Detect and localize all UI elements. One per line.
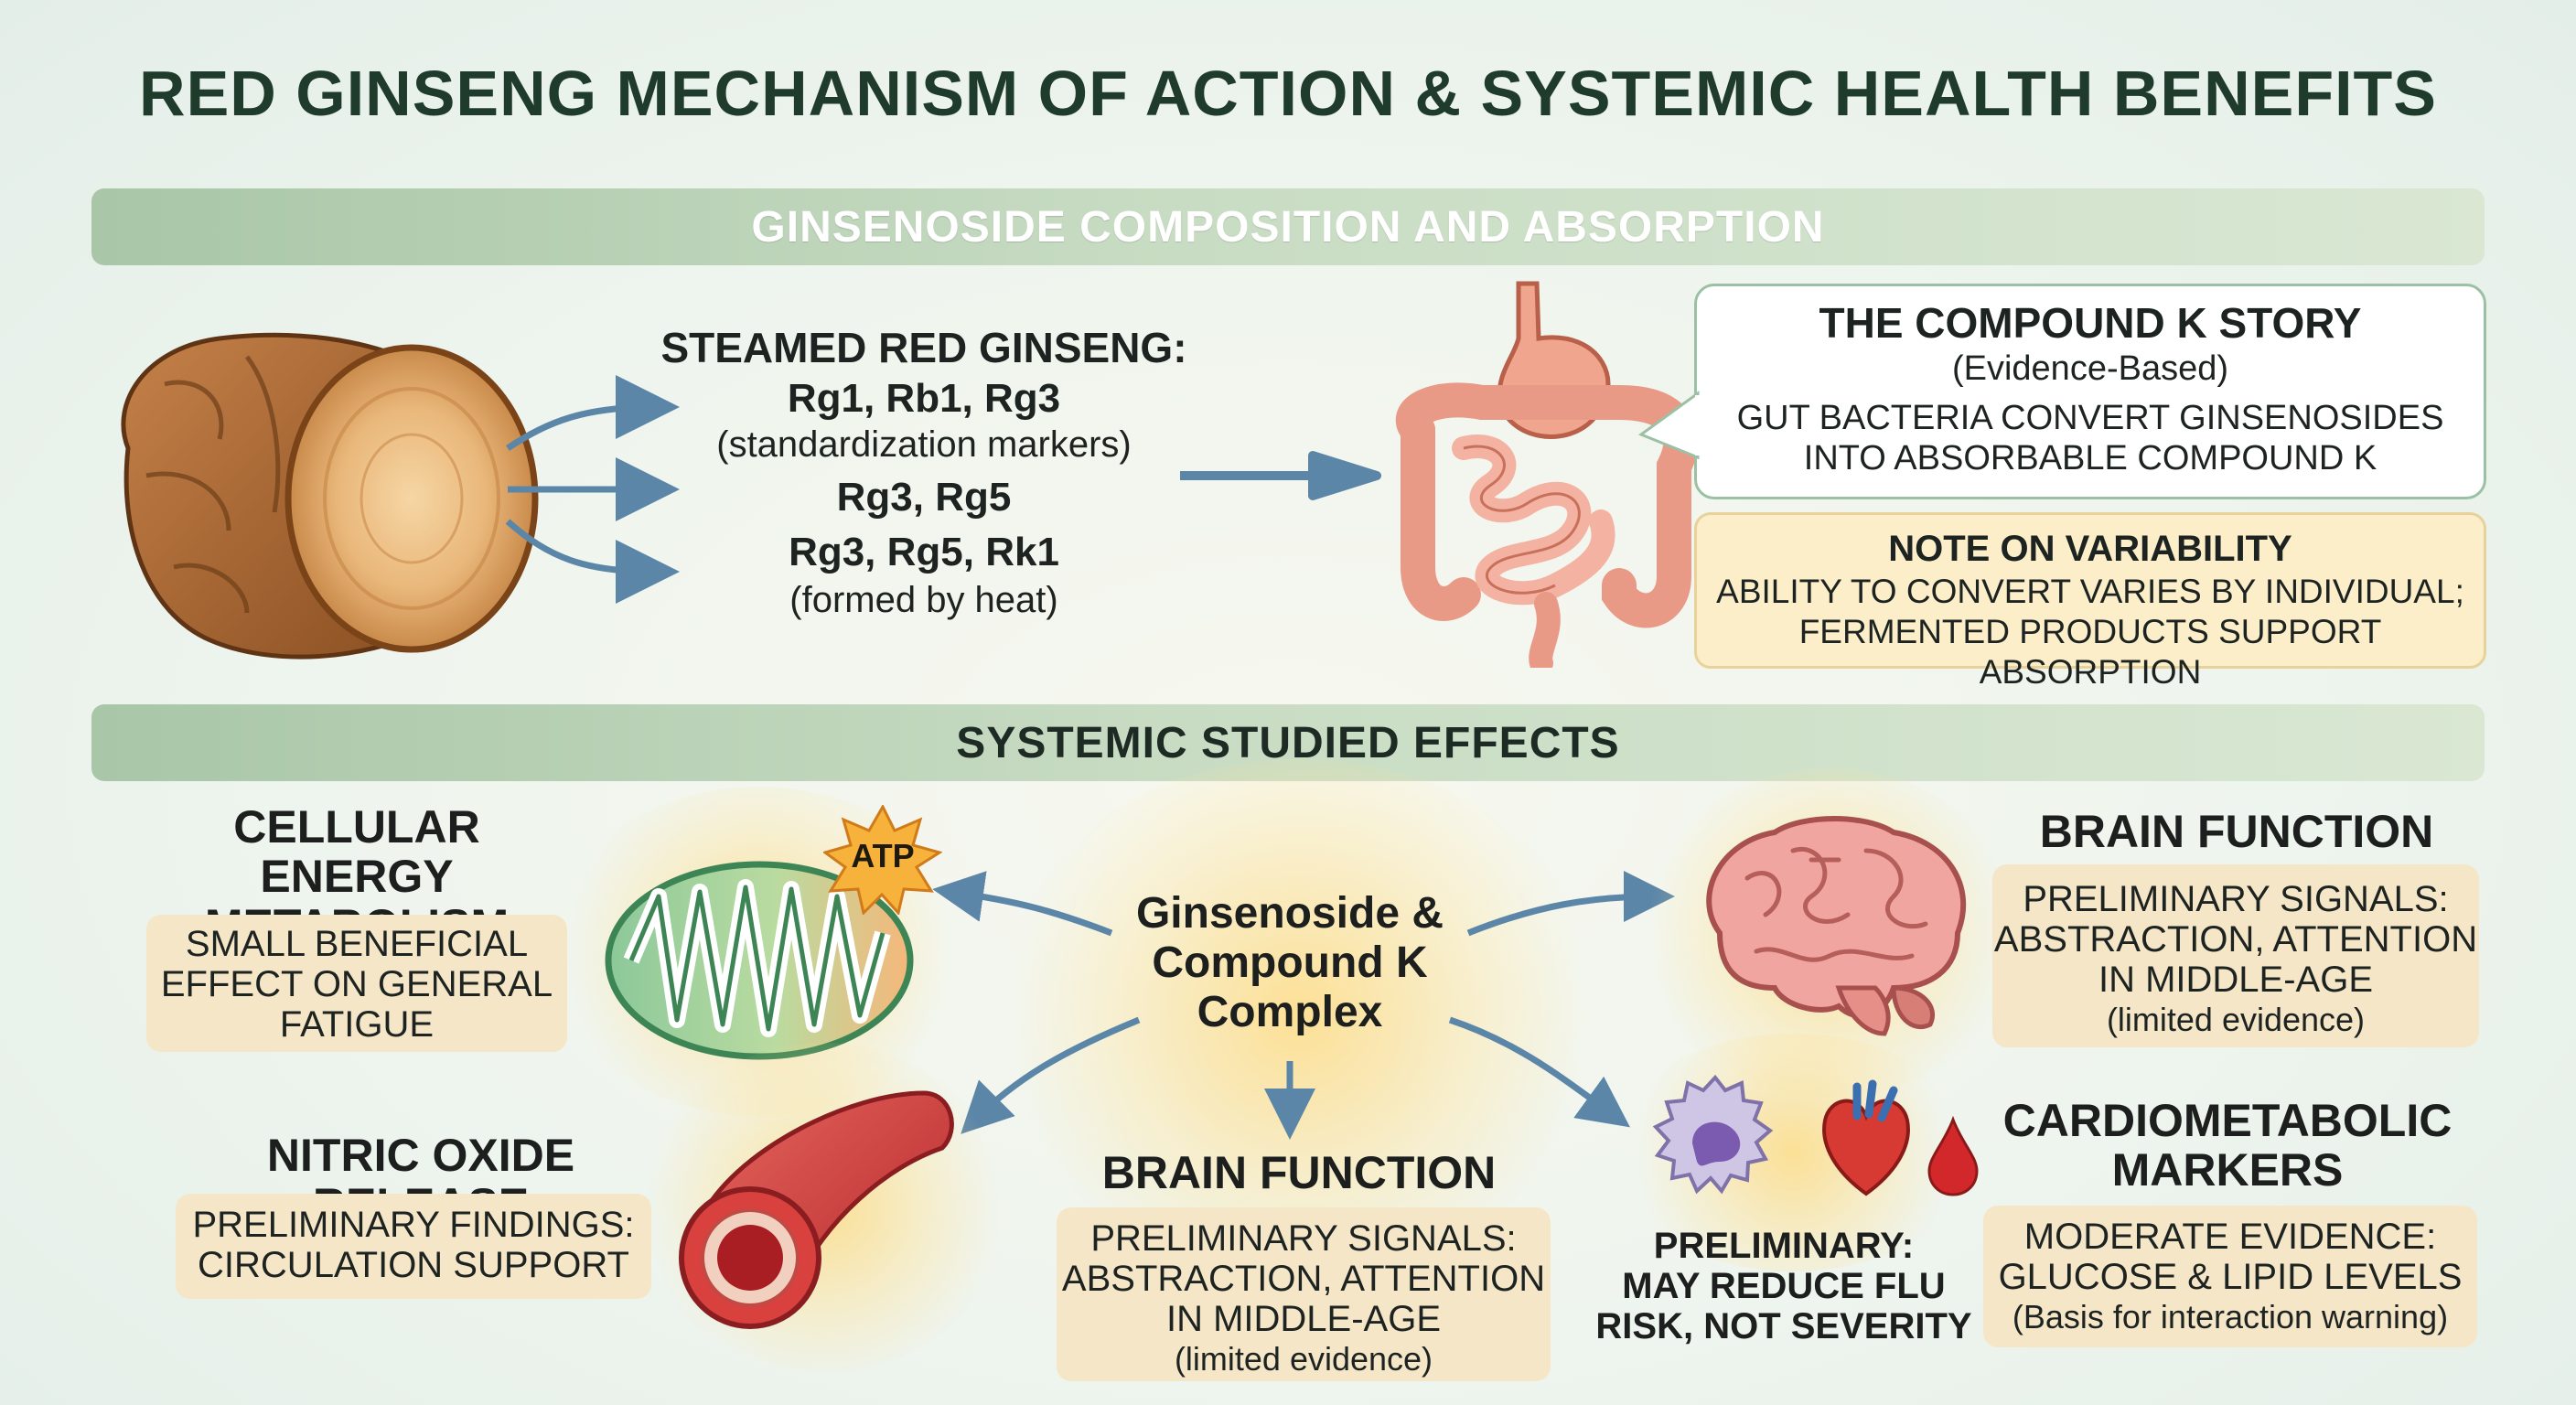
brain-center-title: BRAIN FUNCTION <box>1101 1147 1497 1198</box>
hub-line-2: Compound K <box>1152 938 1428 987</box>
cardiometabolic-box: MODERATE EVIDENCE: GLUCOSE & LIPID LEVEL… <box>1983 1206 2477 1347</box>
compound-k-story-box: THE COMPOUND K STORY (Evidence-Based) GU… <box>1694 284 2486 499</box>
blood-vessel-icon <box>679 1090 954 1329</box>
variability-note-box: NOTE ON VARIABILITY ABILITY TO CONVERT V… <box>1694 512 2486 691</box>
section-header-composition: GINSENOSIDE COMPOSITION AND ABSORPTION <box>91 188 2485 265</box>
atp-label: ATP <box>851 837 915 874</box>
root-to-ginsenosides-arrows <box>505 375 680 604</box>
cellular-energy-line-3: FATIGUE <box>279 1004 435 1045</box>
cellular-energy-line-2: EFFECT ON GENERAL <box>160 964 553 1004</box>
brain-center-line-4: (limited evidence) <box>1174 1340 1433 1378</box>
heart-icon <box>1822 1079 1910 1196</box>
brain-center-line-3: IN MIDDLE-AGE <box>1165 1299 1442 1339</box>
ginsenoside-group-1: Rg1, Rb1, Rg3 <box>787 376 1061 421</box>
immune-cell-icon <box>1652 1074 1774 1195</box>
ginsenoside-group-3-note: (formed by heat) <box>789 580 1058 620</box>
immune-line-2: MAY REDUCE FLU <box>1622 1266 1946 1306</box>
atp-burst-icon <box>823 805 942 915</box>
compound-k-pointer <box>1637 391 1701 460</box>
page-title: RED GINSENG MECHANISM OF ACTION & SYSTEM… <box>139 58 2437 129</box>
section-header-effects: SYSTEMIC STUDIED EFFECTS <box>91 704 2485 781</box>
ginseng-root-illustration <box>121 332 539 660</box>
ginsenosides-to-gut-arrow <box>1180 451 1381 500</box>
immune-line-1: PRELIMINARY: <box>1653 1226 1915 1266</box>
cardiometabolic-title: CARDIOMETABOLIC MARKERS <box>1985 1096 2470 1195</box>
brain-icon <box>1706 816 1967 1036</box>
brain-right-line-4: (limited evidence) <box>2106 1001 2366 1038</box>
digestive-system-illustration <box>1395 281 1699 668</box>
hub-label: Ginsenoside & Compound K Complex <box>1079 889 1500 1037</box>
nitric-oxide-box: PRELIMINARY FINDINGS: CIRCULATION SUPPOR… <box>176 1194 651 1299</box>
variability-line-1: ABILITY TO CONVERT VARIES BY INDIVIDUAL; <box>1716 573 2464 610</box>
variability-title: NOTE ON VARIABILITY <box>1888 529 2292 569</box>
cardiometabolic-line-1: MODERATE EVIDENCE: <box>2023 1217 2437 1257</box>
cellular-energy-box: SMALL BENEFICIAL EFFECT ON GENERAL FATIG… <box>146 915 567 1052</box>
cardiometabolic-line-2: GLUCOSE & LIPID LEVELS <box>1998 1257 2463 1297</box>
cardiometabolic-title-2: MARKERS <box>2111 1144 2344 1196</box>
brain-center-box: PRELIMINARY SIGNALS: ABSTRACTION, ATTENT… <box>1057 1207 1551 1381</box>
steamed-ginseng-block: STEAMED RED GINSENG: Rg1, Rb1, Rg3 (stan… <box>640 320 1208 620</box>
brain-right-box: PRELIMINARY SIGNALS: ABSTRACTION, ATTENT… <box>1992 864 2479 1047</box>
compound-k-title: THE COMPOUND K STORY <box>1819 299 2362 347</box>
compound-k-subtitle: (Evidence-Based) <box>1951 349 2229 388</box>
immune-text: PRELIMINARY: MAY REDUCE FLU RISK, NOT SE… <box>1592 1226 1976 1346</box>
ginsenoside-group-2: Rg3, Rg5 <box>836 475 1012 520</box>
immune-line-3: RISK, NOT SEVERITY <box>1595 1306 1972 1346</box>
hub-line-3: Complex <box>1197 988 1383 1036</box>
compound-k-line-1: GUT BACTERIA CONVERT GINSENOSIDES <box>1736 399 2444 437</box>
cellular-energy-line-1: SMALL BENEFICIAL <box>185 924 529 964</box>
ginsenoside-group-3: Rg3, Rg5, Rk1 <box>789 530 1059 574</box>
nitric-oxide-line-1: PRELIMINARY FINDINGS: <box>192 1205 635 1245</box>
compound-k-line-2: INTO ABSORBABLE COMPOUND K <box>1803 439 2377 477</box>
brain-center-line-1: PRELIMINARY SIGNALS: <box>1090 1218 1517 1259</box>
brain-right-line-1: PRELIMINARY SIGNALS: <box>2023 879 2449 919</box>
nitric-oxide-line-2: CIRCULATION SUPPORT <box>198 1245 629 1285</box>
steamed-heading: STEAMED RED GINSENG: <box>660 324 1187 371</box>
brain-right-title: BRAIN FUNCTION <box>2039 806 2434 857</box>
brain-center-line-2: ABSTRACTION, ATTENTION <box>1061 1259 1546 1299</box>
blood-drop-icon <box>1927 1116 1979 1196</box>
cardiometabolic-title-1: CARDIOMETABOLIC <box>2002 1095 2453 1146</box>
cardiometabolic-line-3: (Basis for interaction warning) <box>2012 1298 2449 1335</box>
variability-line-2: FERMENTED PRODUCTS SUPPORT ABSORPTION <box>1798 613 2382 691</box>
brain-right-line-2: ABSTRACTION, ATTENTION <box>1993 919 2478 960</box>
mitochondria-icon <box>605 861 914 1060</box>
cellular-energy-title-1: CELLULAR ENERGY <box>233 801 480 902</box>
brain-right-line-3: IN MIDDLE-AGE <box>2098 960 2374 1000</box>
ginsenoside-group-1-note: (standardization markers) <box>716 424 1132 465</box>
hub-line-1: Ginsenoside & <box>1135 889 1444 938</box>
hub-glow <box>988 759 1610 1271</box>
